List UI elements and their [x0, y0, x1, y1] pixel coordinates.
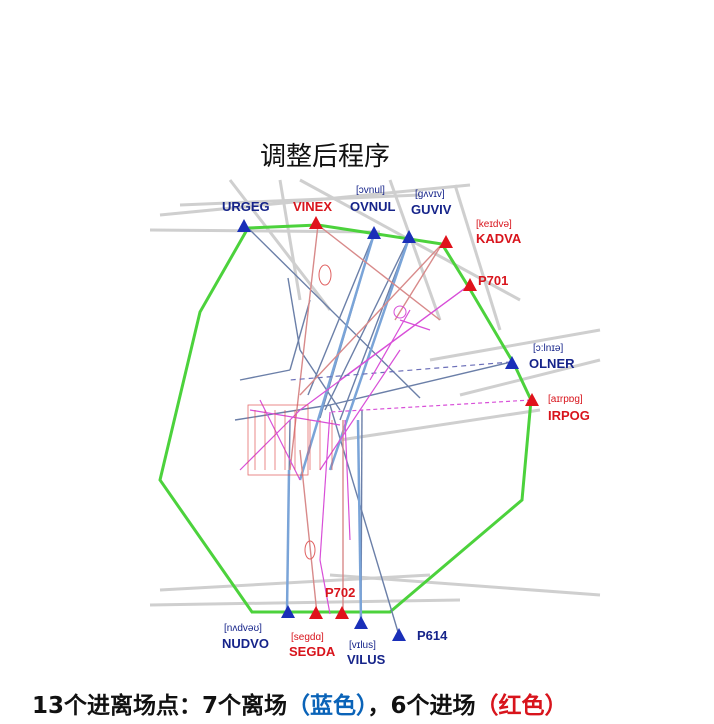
- caption: 13个进离场点：7个离场（蓝色），6个进场（红色）: [32, 686, 568, 720]
- waypoint-phonetic-olner: [ɔ:lnɪə]: [533, 343, 563, 354]
- waypoint-label-vinex: VINEX: [293, 199, 332, 214]
- caption-separator: ，6个进场: [367, 693, 476, 719]
- waypoint-label-p614: P614: [417, 628, 448, 643]
- caption-departure-label: （蓝色）: [287, 693, 368, 719]
- arrival-magenta-network: [239, 285, 532, 615]
- waypoint-phonetic-vilus: [vɪlus]: [349, 640, 376, 651]
- page-title: 调整后程序: [260, 142, 391, 172]
- waypoint-phonetic-segda: [segdɑ]: [291, 632, 324, 643]
- waypoint-triangle-vilus: [354, 616, 368, 629]
- waypoint-label-segda: SEGDA: [289, 644, 336, 659]
- arrival-dense-cluster: [247, 404, 333, 476]
- waypoint-triangle-p701: [463, 278, 477, 291]
- waypoint-triangle-irpog: [525, 393, 539, 406]
- waypoint-phonetic-nudvo: [nʌdvəʊ]: [224, 623, 262, 634]
- waypoint-label-irpog: IRPOG: [548, 408, 590, 423]
- waypoint-label-guviv: GUVIV: [411, 202, 452, 217]
- waypoint-label-urgeg: URGEG: [222, 199, 270, 214]
- waypoint-phonetic-ovnul: [ɔvnul]: [356, 185, 385, 196]
- waypoint-triangle-kadva: [439, 235, 453, 248]
- caption-main: 13个进离场点：7个离场: [32, 693, 288, 719]
- waypoint-label-nudvo: NUDVO: [222, 636, 269, 651]
- blue-main-lines: [285, 233, 411, 623]
- waypoint-triangle-vinex: [309, 216, 323, 229]
- waypoint-label-p701: P701: [478, 273, 508, 288]
- waypoint-phonetic-kadva: [keɪdvə]: [476, 219, 512, 230]
- arrival-procedure-lines: [289, 224, 443, 615]
- waypoint-label-olner: OLNER: [529, 356, 575, 371]
- waypoint-phonetic-guviv: [gʌvɪv]: [415, 189, 445, 200]
- terminal-area-boundary: [158, 223, 533, 614]
- waypoint-triangle-olner: [505, 356, 519, 369]
- waypoint-triangle-ovnul: [367, 226, 381, 239]
- waypoint-phonetic-irpog: [aɪrpɒg]: [548, 394, 583, 405]
- waypoint-triangle-nudvo: [281, 605, 295, 618]
- caption-arrival-label: （红色）: [475, 693, 568, 719]
- waypoint-label-p702: P702: [325, 585, 355, 600]
- waypoint-markers: [237, 216, 539, 641]
- waypoint-triangle-p614: [392, 628, 406, 641]
- waypoint-triangle-guviv: [402, 230, 416, 243]
- waypoint-triangle-segda: [309, 606, 323, 619]
- waypoint-triangle-p702: [335, 606, 349, 619]
- route-markers: [304, 264, 407, 560]
- waypoint-triangle-urgeg: [237, 219, 251, 232]
- background-airways: [149, 178, 601, 607]
- waypoint-label-vilus: VILUS: [347, 652, 386, 667]
- waypoint-label-ovnul: OVNUL: [350, 199, 396, 214]
- waypoint-label-kadva: KADVA: [476, 231, 522, 246]
